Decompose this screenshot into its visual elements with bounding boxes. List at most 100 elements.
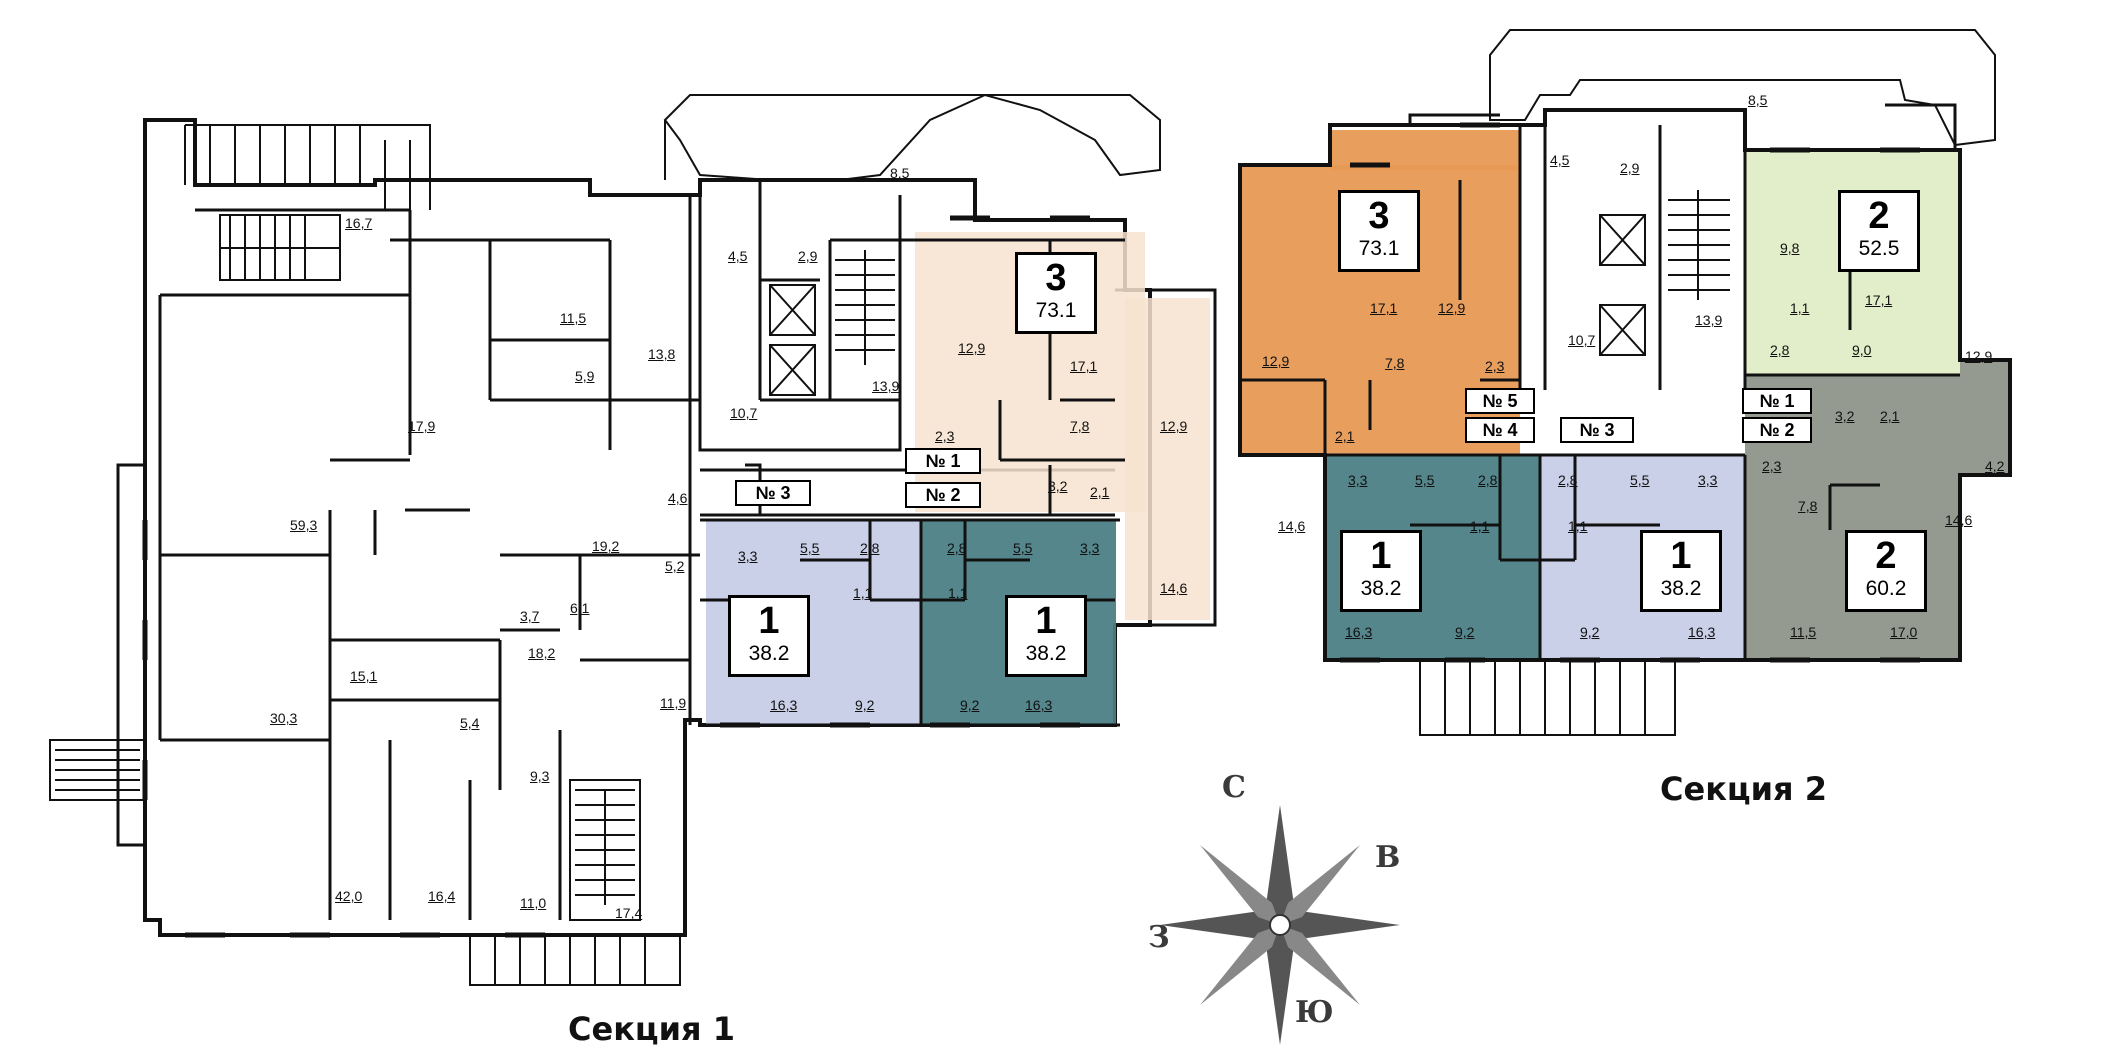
apartment-number-tag: № 5: [1465, 388, 1535, 414]
apartment-area: 38.2: [1660, 577, 1702, 600]
apartment-rooms: 3: [1368, 195, 1390, 237]
apartment-area: 73.1: [1358, 237, 1400, 260]
room-area: 16,3: [1025, 697, 1053, 713]
room-area: 10,7: [730, 405, 758, 421]
section-1-core-stair: [835, 250, 895, 365]
room-area: 2,3: [1485, 358, 1505, 374]
room-area: 16,3: [1688, 624, 1716, 640]
room-area: 7,8: [1385, 355, 1405, 371]
room-area: 3,3: [1698, 472, 1718, 488]
section-2-bottom-canopy: [1419, 660, 1676, 736]
apartment-number-tag: № 2: [1742, 417, 1812, 443]
room-area: 1,1: [1568, 518, 1588, 534]
section-2-top-canopy: [1489, 29, 1996, 147]
room-area: 9,2: [1580, 624, 1600, 640]
section-2-elevator-1: [1599, 214, 1646, 266]
compass-rose: [1160, 805, 1400, 1045]
room-area: 30,3: [270, 710, 298, 726]
room-area: 3,2: [1048, 478, 1068, 494]
room-area: 1,1: [1470, 518, 1490, 534]
room-area: 15,1: [350, 668, 378, 684]
apartment-rooms: 1: [1035, 600, 1057, 642]
apartment-number-tag: № 1: [905, 448, 981, 474]
section-2-title: Секция 2: [1660, 770, 1827, 808]
apartment-number-tag: № 4: [1465, 417, 1535, 443]
room-area: 12,9: [1262, 353, 1290, 369]
apartment-area: 38.2: [748, 642, 790, 665]
apartment-area: 52.5: [1858, 237, 1900, 260]
room-area: 2,1: [1880, 408, 1900, 424]
room-area: 5,5: [1013, 540, 1033, 556]
room-area: 3,7: [520, 608, 540, 624]
room-area: 3,3: [1080, 540, 1100, 556]
apartment-badge-s2-3room: 3 73.1: [1338, 190, 1420, 272]
section-2-interior-walls: [1240, 125, 1960, 660]
apartment-badge-s1-3room: 3 73.1: [1015, 252, 1097, 334]
apartment-area: 60.2: [1865, 577, 1907, 600]
room-area: 16,4: [428, 888, 456, 904]
room-area: 9,2: [855, 697, 875, 713]
room-area: 6,1: [570, 600, 590, 616]
compass-north-label: С: [1222, 770, 1246, 805]
compass-east-label: В: [1375, 840, 1401, 875]
room-area: 2,3: [1762, 458, 1782, 474]
room-area: 1,1: [853, 585, 873, 601]
room-area: 16,3: [1345, 624, 1373, 640]
room-area: 14,6: [1945, 512, 1973, 528]
apartment-number-tag: № 3: [735, 480, 811, 506]
room-area: 3,3: [738, 548, 758, 564]
section-1-lower-stair: [569, 779, 641, 921]
room-area: 2,3: [935, 428, 955, 444]
compass-star: [1266, 805, 1294, 925]
room-area: 5,5: [800, 540, 820, 556]
room-area: 17,4: [615, 905, 643, 921]
apartment-area: 38.2: [1025, 642, 1067, 665]
room-area: 19,2: [592, 538, 620, 554]
room-area: 9,2: [960, 697, 980, 713]
room-area: 14,6: [1160, 580, 1188, 596]
apartment-3room-s1-wing: [1125, 298, 1210, 620]
room-area: 17,1: [1070, 358, 1098, 374]
room-area: 9,0: [1852, 342, 1872, 358]
section-1-title: Секция 1: [568, 1010, 735, 1048]
room-area: 2,1: [1090, 484, 1110, 500]
room-area: 42,0: [335, 888, 363, 904]
apartment-number-tag: № 3: [1560, 417, 1634, 443]
room-area: 4,5: [1550, 152, 1570, 168]
apartment-rooms: 2: [1868, 195, 1890, 237]
apartment-badge-s2-2room-b: 2 60.2: [1845, 530, 1927, 612]
room-area: 8,5: [1748, 92, 1768, 108]
room-area: 18,2: [528, 645, 556, 661]
section-1-elevator-1: [769, 284, 816, 336]
room-area: 2,8: [860, 540, 880, 556]
section-1-elevator-2: [769, 344, 816, 396]
room-area: 10,7: [1568, 332, 1596, 348]
section-2-core-stair: [1668, 190, 1730, 300]
room-area: 17,9: [408, 418, 436, 434]
room-area: 4,5: [728, 248, 748, 264]
room-area: 8,5: [890, 165, 910, 181]
room-area: 13,9: [872, 378, 900, 394]
room-area: 11,0: [520, 895, 547, 911]
room-area: 2,9: [1620, 160, 1640, 176]
apartment-area: 73.1: [1035, 299, 1077, 322]
room-area: 4,6: [668, 490, 688, 506]
room-area: 5,4: [460, 715, 480, 731]
room-area: 13,8: [648, 346, 676, 362]
compass-west-label: З: [1148, 920, 1170, 955]
apartment-rooms: 1: [1370, 535, 1392, 577]
section-2-elevator-2: [1599, 304, 1646, 356]
room-area: 7,8: [1798, 498, 1818, 514]
room-area: 2,9: [798, 248, 818, 264]
room-area: 2,8: [947, 540, 967, 556]
room-area: 9,8: [1780, 240, 1800, 256]
apartment-badge-s1-1room-b: 1 38.2: [1005, 595, 1087, 677]
room-area: 12,9: [958, 340, 986, 356]
apartment-number-tag: № 1: [1742, 388, 1812, 414]
room-area: 11,9: [660, 695, 687, 711]
room-area: 7,8: [1070, 418, 1090, 434]
room-area: 5,5: [1630, 472, 1650, 488]
room-area: 17,1: [1370, 300, 1398, 316]
apartment-badge-s1-1room-a: 1 38.2: [728, 595, 810, 677]
